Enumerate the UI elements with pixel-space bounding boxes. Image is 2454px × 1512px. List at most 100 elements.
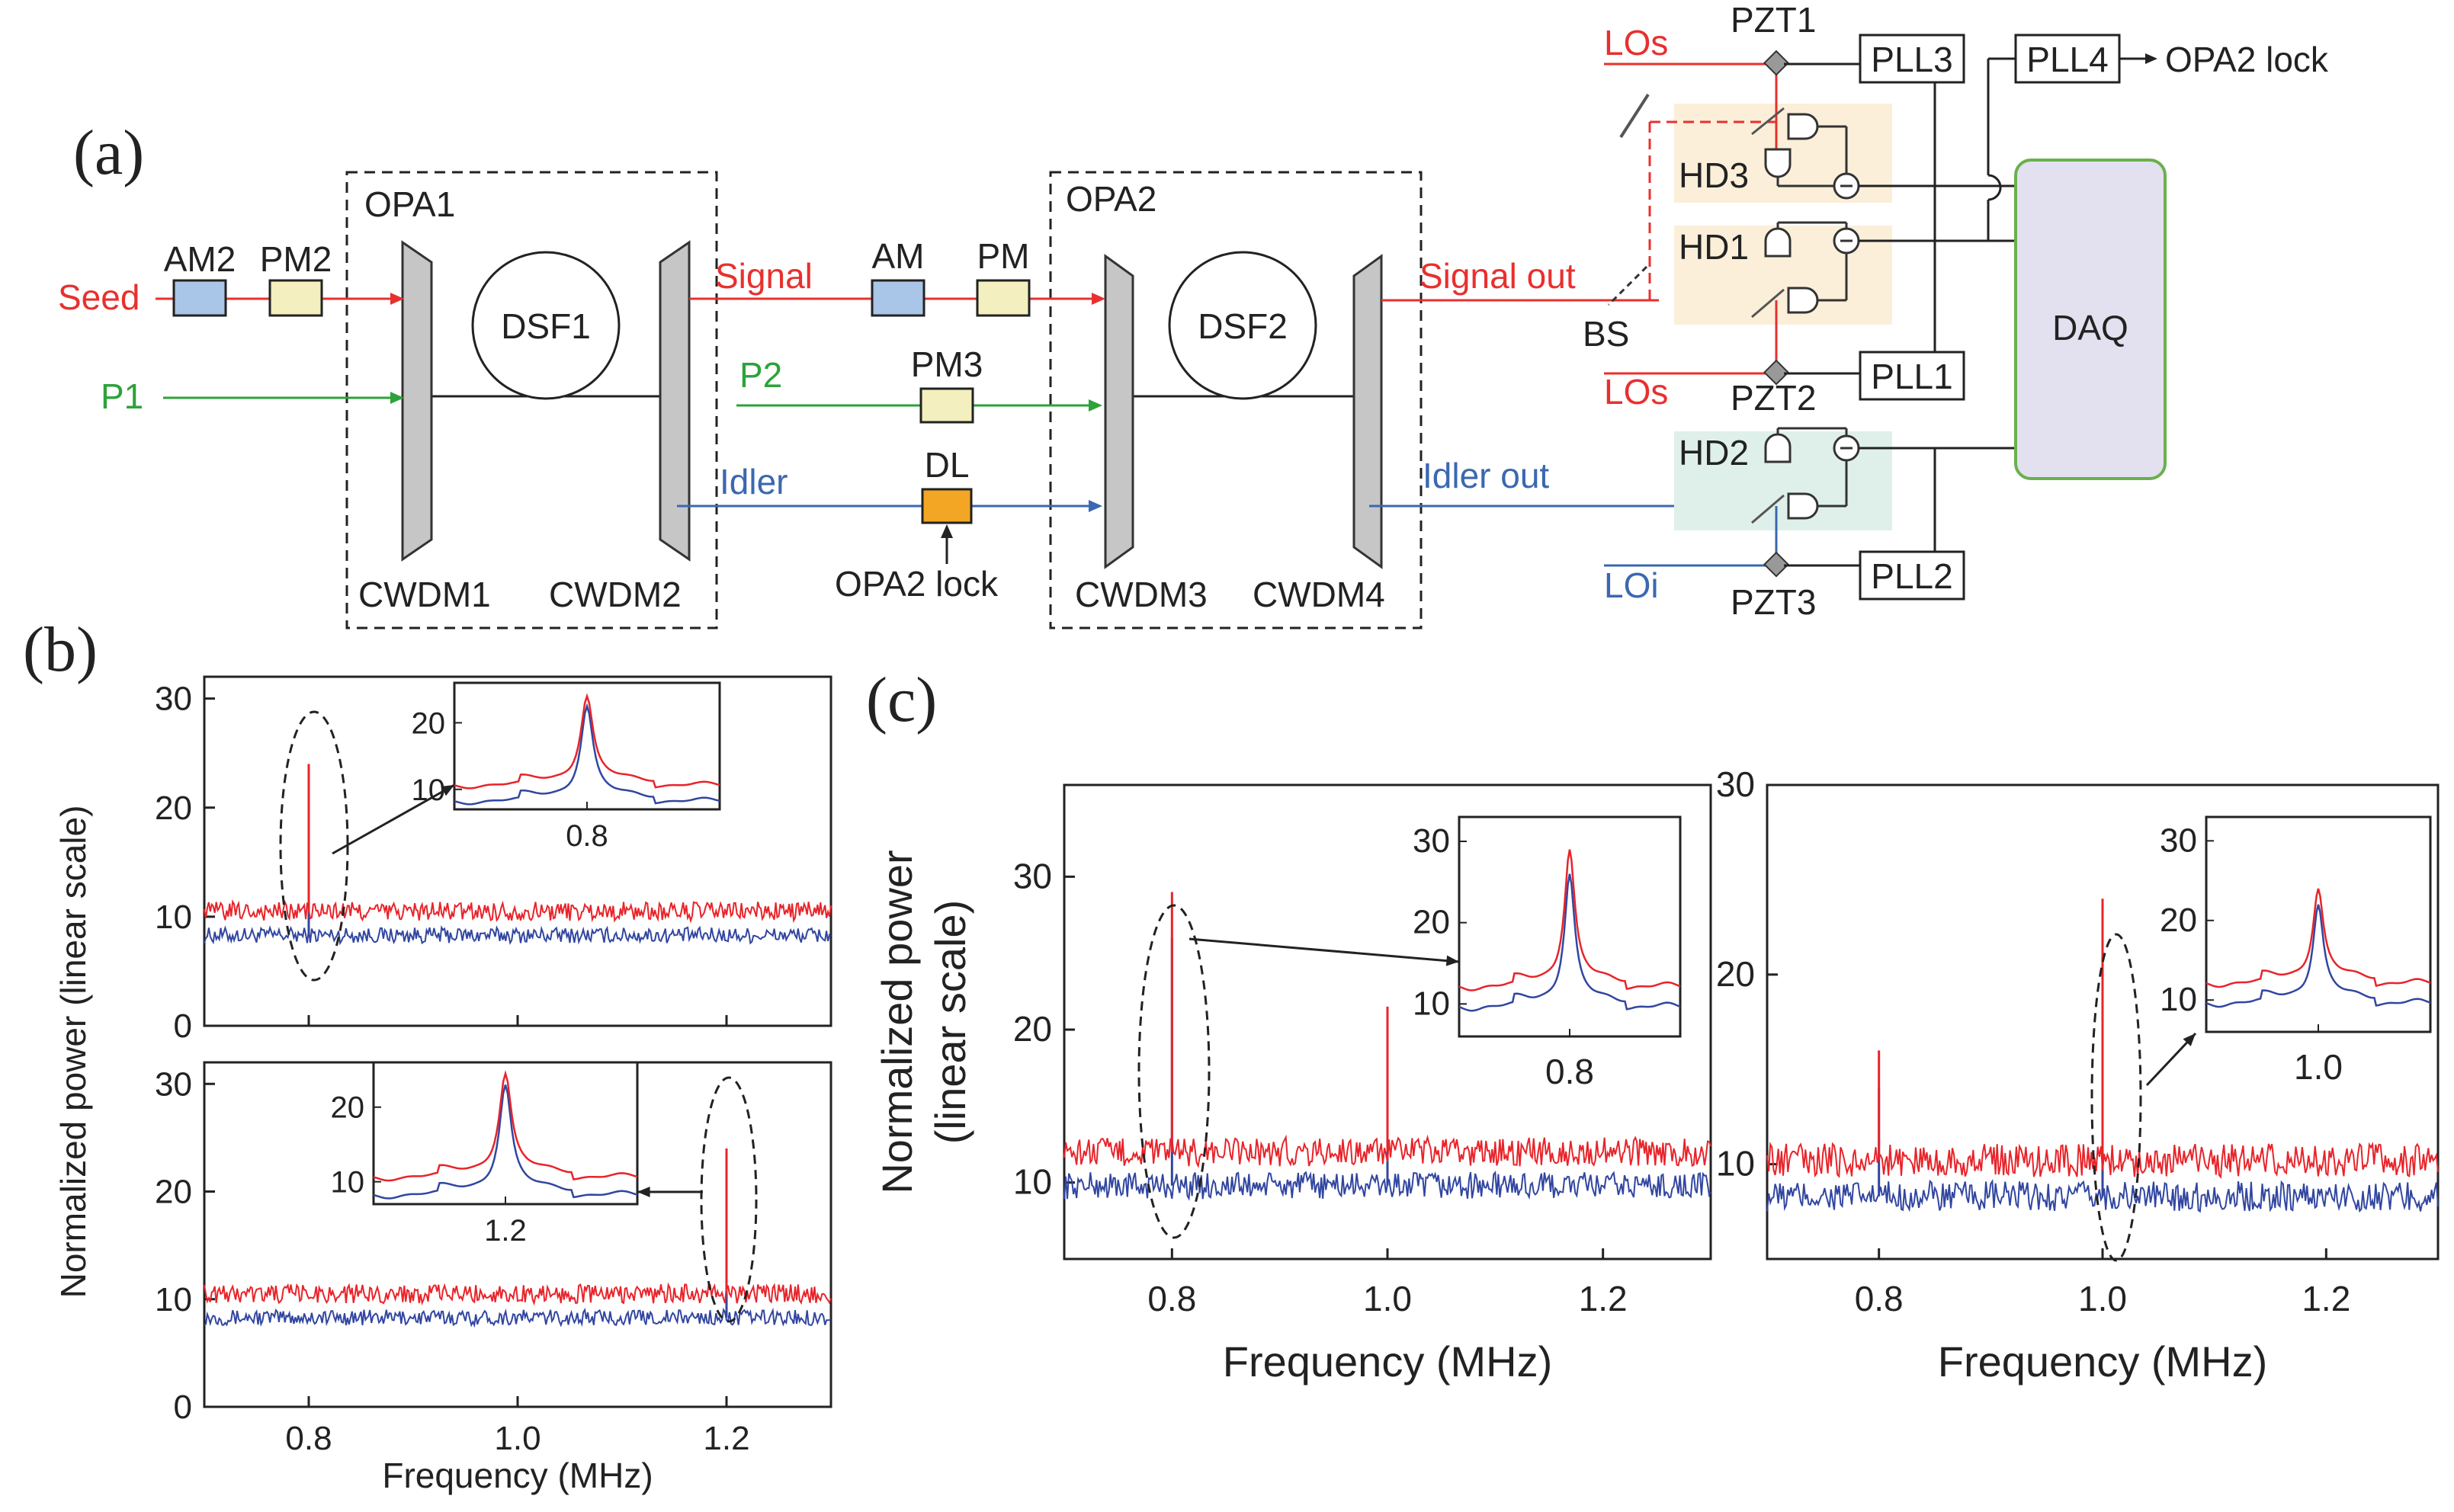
pm-box [976,279,1031,317]
p1-arrow [390,392,404,404]
hd2-detectors [1764,427,1860,520]
pll2-box [1859,550,1965,601]
idler-label: Idler [720,462,788,501]
bs-pointer [1607,265,1648,306]
blue-trace [204,925,832,946]
x-tick-label: 1.0 [1363,1279,1412,1318]
inset-red-trace [373,1069,638,1182]
inset-y-tick-label: 30 [2160,822,2197,859]
y-tick-label: 30 [155,1065,192,1103]
cwdm4-label: CWDM4 [1253,575,1385,614]
am2-label: AM2 [164,239,236,279]
loi-label: LOi [1604,565,1659,605]
inset-frame [2205,815,2432,1033]
dsf1-label: DSF1 [501,306,591,346]
highlight-ellipse [2090,933,2142,1262]
y-tick-label: 30 [1716,764,1755,804]
inset-y-tick-label: 20 [1413,904,1450,941]
panel-a-label: (a) [73,117,144,188]
pm2-label: PM2 [260,239,332,279]
x-tick-label: 1.2 [1579,1279,1628,1318]
pzt2-icon [1763,359,1789,386]
hd3-bs-icon [1751,107,1785,136]
bs-label: BS [1583,314,1629,354]
inset-blue-trace [1458,873,1681,1012]
inset-blue-trace [373,1084,638,1200]
daq-box [2014,159,2167,480]
signal-arrow [1092,293,1105,305]
inset-x-tick-label: 1.2 [484,1214,527,1248]
inset-y-tick-label: 10 [331,1166,365,1200]
inset-arrow-line [1189,937,1460,963]
cwdm1-icon [401,240,433,562]
b-ylabel: Normalized power (linear scale) [53,806,93,1299]
pll4-out-arrow [2145,53,2157,64]
y-tick-label: 10 [155,899,192,936]
y-tick-label: 30 [155,681,192,718]
y-tick-label: 20 [1013,1009,1052,1049]
x-tick-label: 0.8 [1855,1279,1904,1318]
inset-y-tick-label: 20 [331,1091,365,1125]
pm3-box [919,387,974,424]
inset-red-trace [1458,849,1681,991]
dsf2-circle [1168,251,1317,400]
dsf2-label: DSF2 [1198,306,1288,346]
inset-frame [453,681,721,811]
inset-arrow-head [1445,955,1459,966]
idler-arrow [1089,500,1102,512]
inset-y-tick-label: 10 [2160,981,2197,1018]
pll2-label: PLL2 [1871,556,1952,596]
inset-arrow-head [441,785,454,796]
inset-y-tick-label: 10 [1413,985,1450,1022]
am2-box [172,279,227,317]
idler-out-label: Idler out [1423,456,1549,495]
cwdm2-label: CWDM2 [549,575,682,614]
y-tick-label: 30 [1013,856,1052,895]
inset-y-tick-label: 10 [412,774,446,807]
p2-arrow [1089,399,1102,412]
am-label: AM [872,236,925,276]
x-tick-label: 1.2 [2302,1279,2350,1318]
highlight-ellipse [279,710,349,982]
inset-arrow-head [2183,1033,2196,1046]
opa2-lock-bottom-label: OPA2 lock [835,564,999,604]
opa2-box [1049,171,1423,629]
inset-x-tick-label: 0.8 [566,819,608,853]
x-axis-label: Frequency (MHz) [1938,1337,2268,1385]
pll3-box [1859,34,1965,84]
pll4-label: PLL4 [2026,40,2108,79]
cwdm3-icon [1104,254,1134,569]
y-tick-label: 0 [174,1389,192,1426]
y-tick-label: 20 [1716,954,1755,994]
mirror-icon [1619,93,1650,139]
hd3-label: HD3 [1679,155,1749,195]
opa2-label: OPA2 [1066,179,1156,219]
opa1-box [345,171,718,629]
x-axis-label: Frequency (MHz) [1223,1337,1553,1385]
dl-label: DL [925,445,970,485]
inset-y-tick-label: 30 [1413,822,1450,860]
cwdm2-icon [659,240,691,562]
inset-arrow-line [332,783,455,855]
inset-red-trace [2205,888,2431,988]
am-box [871,279,925,317]
red-trace [204,899,832,924]
daq-label: DAQ [2052,308,2128,348]
opa1-label: OPA1 [364,184,455,224]
x-axis-label: Frequency (MHz) [382,1456,653,1495]
highlight-ellipse [700,1076,758,1323]
los-top-label: LOs [1604,23,1668,62]
pm2-box [268,279,323,317]
dsf1-circle [471,251,621,400]
seed-label: Seed [58,277,140,317]
pzt3-icon [1763,551,1789,578]
panel-c-label: (c) [866,665,937,735]
los-mid-label: LOs [1604,372,1668,412]
y-tick-label: 20 [155,790,192,827]
control-wiring [1784,57,2016,567]
